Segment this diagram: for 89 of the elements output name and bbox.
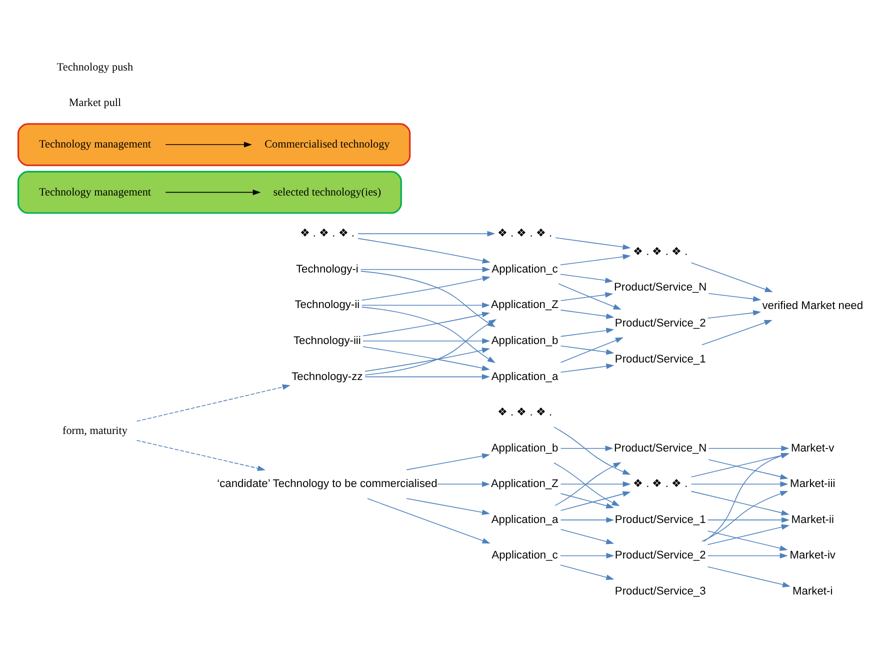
node-text: Application_c xyxy=(492,262,558,275)
node-text: Market-v xyxy=(790,442,834,454)
node-text: Technology-iii xyxy=(293,334,361,346)
node-text: Market-i xyxy=(792,584,833,597)
label: Technology push xyxy=(56,60,134,73)
node-text: ‘candidate’ Technology to be commercialised xyxy=(217,478,438,490)
node-text: Product/Service_N xyxy=(614,442,707,454)
arrow xyxy=(560,552,614,558)
arrow xyxy=(360,266,490,272)
node-text: Product/Service_1 xyxy=(614,513,706,526)
arrow xyxy=(560,492,614,508)
node-text: Product/Service_N xyxy=(614,281,707,294)
node-text: ❖ . ❖ . ❖ . xyxy=(497,227,552,240)
node-text: Application_Z xyxy=(491,478,558,490)
arrow xyxy=(560,490,631,510)
node-text: Application_b xyxy=(491,442,558,454)
node-text: Technology-i xyxy=(296,262,358,275)
arrow xyxy=(358,238,490,264)
arrow xyxy=(707,566,791,587)
node-text: ❖ . ❖ . ❖ . xyxy=(300,227,355,240)
arrow xyxy=(560,273,614,283)
arrow xyxy=(707,552,788,558)
arrow xyxy=(364,374,490,380)
node-text: verified Market need xyxy=(762,299,864,312)
arrow xyxy=(560,480,631,486)
arrow xyxy=(367,498,490,543)
arrow xyxy=(707,530,788,550)
node-text: selected technology(ies) xyxy=(273,186,382,198)
arrow xyxy=(165,141,252,147)
cluster xyxy=(17,122,411,166)
arrow xyxy=(136,439,266,471)
arrow xyxy=(690,490,790,515)
arrow xyxy=(708,292,762,302)
arrow xyxy=(560,309,614,319)
arrow xyxy=(702,490,788,542)
label: Market pull xyxy=(68,96,122,109)
arrow xyxy=(558,282,622,310)
arrow xyxy=(560,528,614,544)
node-text: Product/Service_3 xyxy=(614,584,706,597)
node-text: Application_a xyxy=(491,513,558,526)
arrow xyxy=(560,363,614,372)
arrow xyxy=(554,426,631,474)
node-text: Market-iv xyxy=(790,549,836,562)
node-text: Technology management xyxy=(38,186,151,198)
node-text: ❖ . ❖ . ❖ . xyxy=(497,406,552,418)
arrow xyxy=(560,445,614,451)
arrow xyxy=(437,480,490,486)
arrow xyxy=(707,310,762,318)
node-text: Application_b xyxy=(491,334,558,346)
arrow xyxy=(555,236,631,250)
arrow xyxy=(707,516,790,522)
arrow xyxy=(702,319,772,345)
cluster xyxy=(17,170,402,214)
arrow xyxy=(358,230,496,236)
node-text: Commercialised technology xyxy=(264,138,390,150)
arrow xyxy=(560,292,614,301)
node-text: form, maturity xyxy=(62,424,128,436)
node-text: Product/Service_1 xyxy=(614,352,706,365)
arrow xyxy=(362,311,490,336)
arrow xyxy=(560,327,614,336)
arrow xyxy=(361,275,490,300)
arrow xyxy=(560,253,631,265)
node-text: Technology-zz xyxy=(292,370,363,382)
arrow xyxy=(406,498,490,515)
arrow xyxy=(707,524,790,545)
arrow xyxy=(406,452,490,470)
arrow xyxy=(708,445,790,451)
node-text: Application_a xyxy=(491,370,558,382)
node-text: Application_Z xyxy=(491,298,558,311)
arrow xyxy=(362,338,490,344)
arrow xyxy=(136,384,290,422)
arrow xyxy=(165,189,261,195)
node-text: Technology-ii xyxy=(294,298,360,311)
arrow xyxy=(560,344,614,354)
node-text: Market-ii xyxy=(791,513,834,526)
node-text: Product/Service_2 xyxy=(614,316,706,329)
node-text: Market-iii xyxy=(790,478,836,490)
arrow xyxy=(690,262,773,292)
arrow xyxy=(560,516,614,522)
arrow xyxy=(362,302,490,308)
node-text: Technology management xyxy=(38,138,151,150)
arrow xyxy=(560,336,624,362)
arrow xyxy=(560,564,614,580)
node-text: ❖ . ❖ . ❖ . xyxy=(632,478,688,490)
arrow xyxy=(690,480,788,486)
node-text: ❖ . ❖ . ❖ . xyxy=(632,245,688,258)
node-text: Application_c xyxy=(492,549,558,562)
node-text: Product/Service_2 xyxy=(614,549,706,562)
arrow xyxy=(708,458,788,479)
